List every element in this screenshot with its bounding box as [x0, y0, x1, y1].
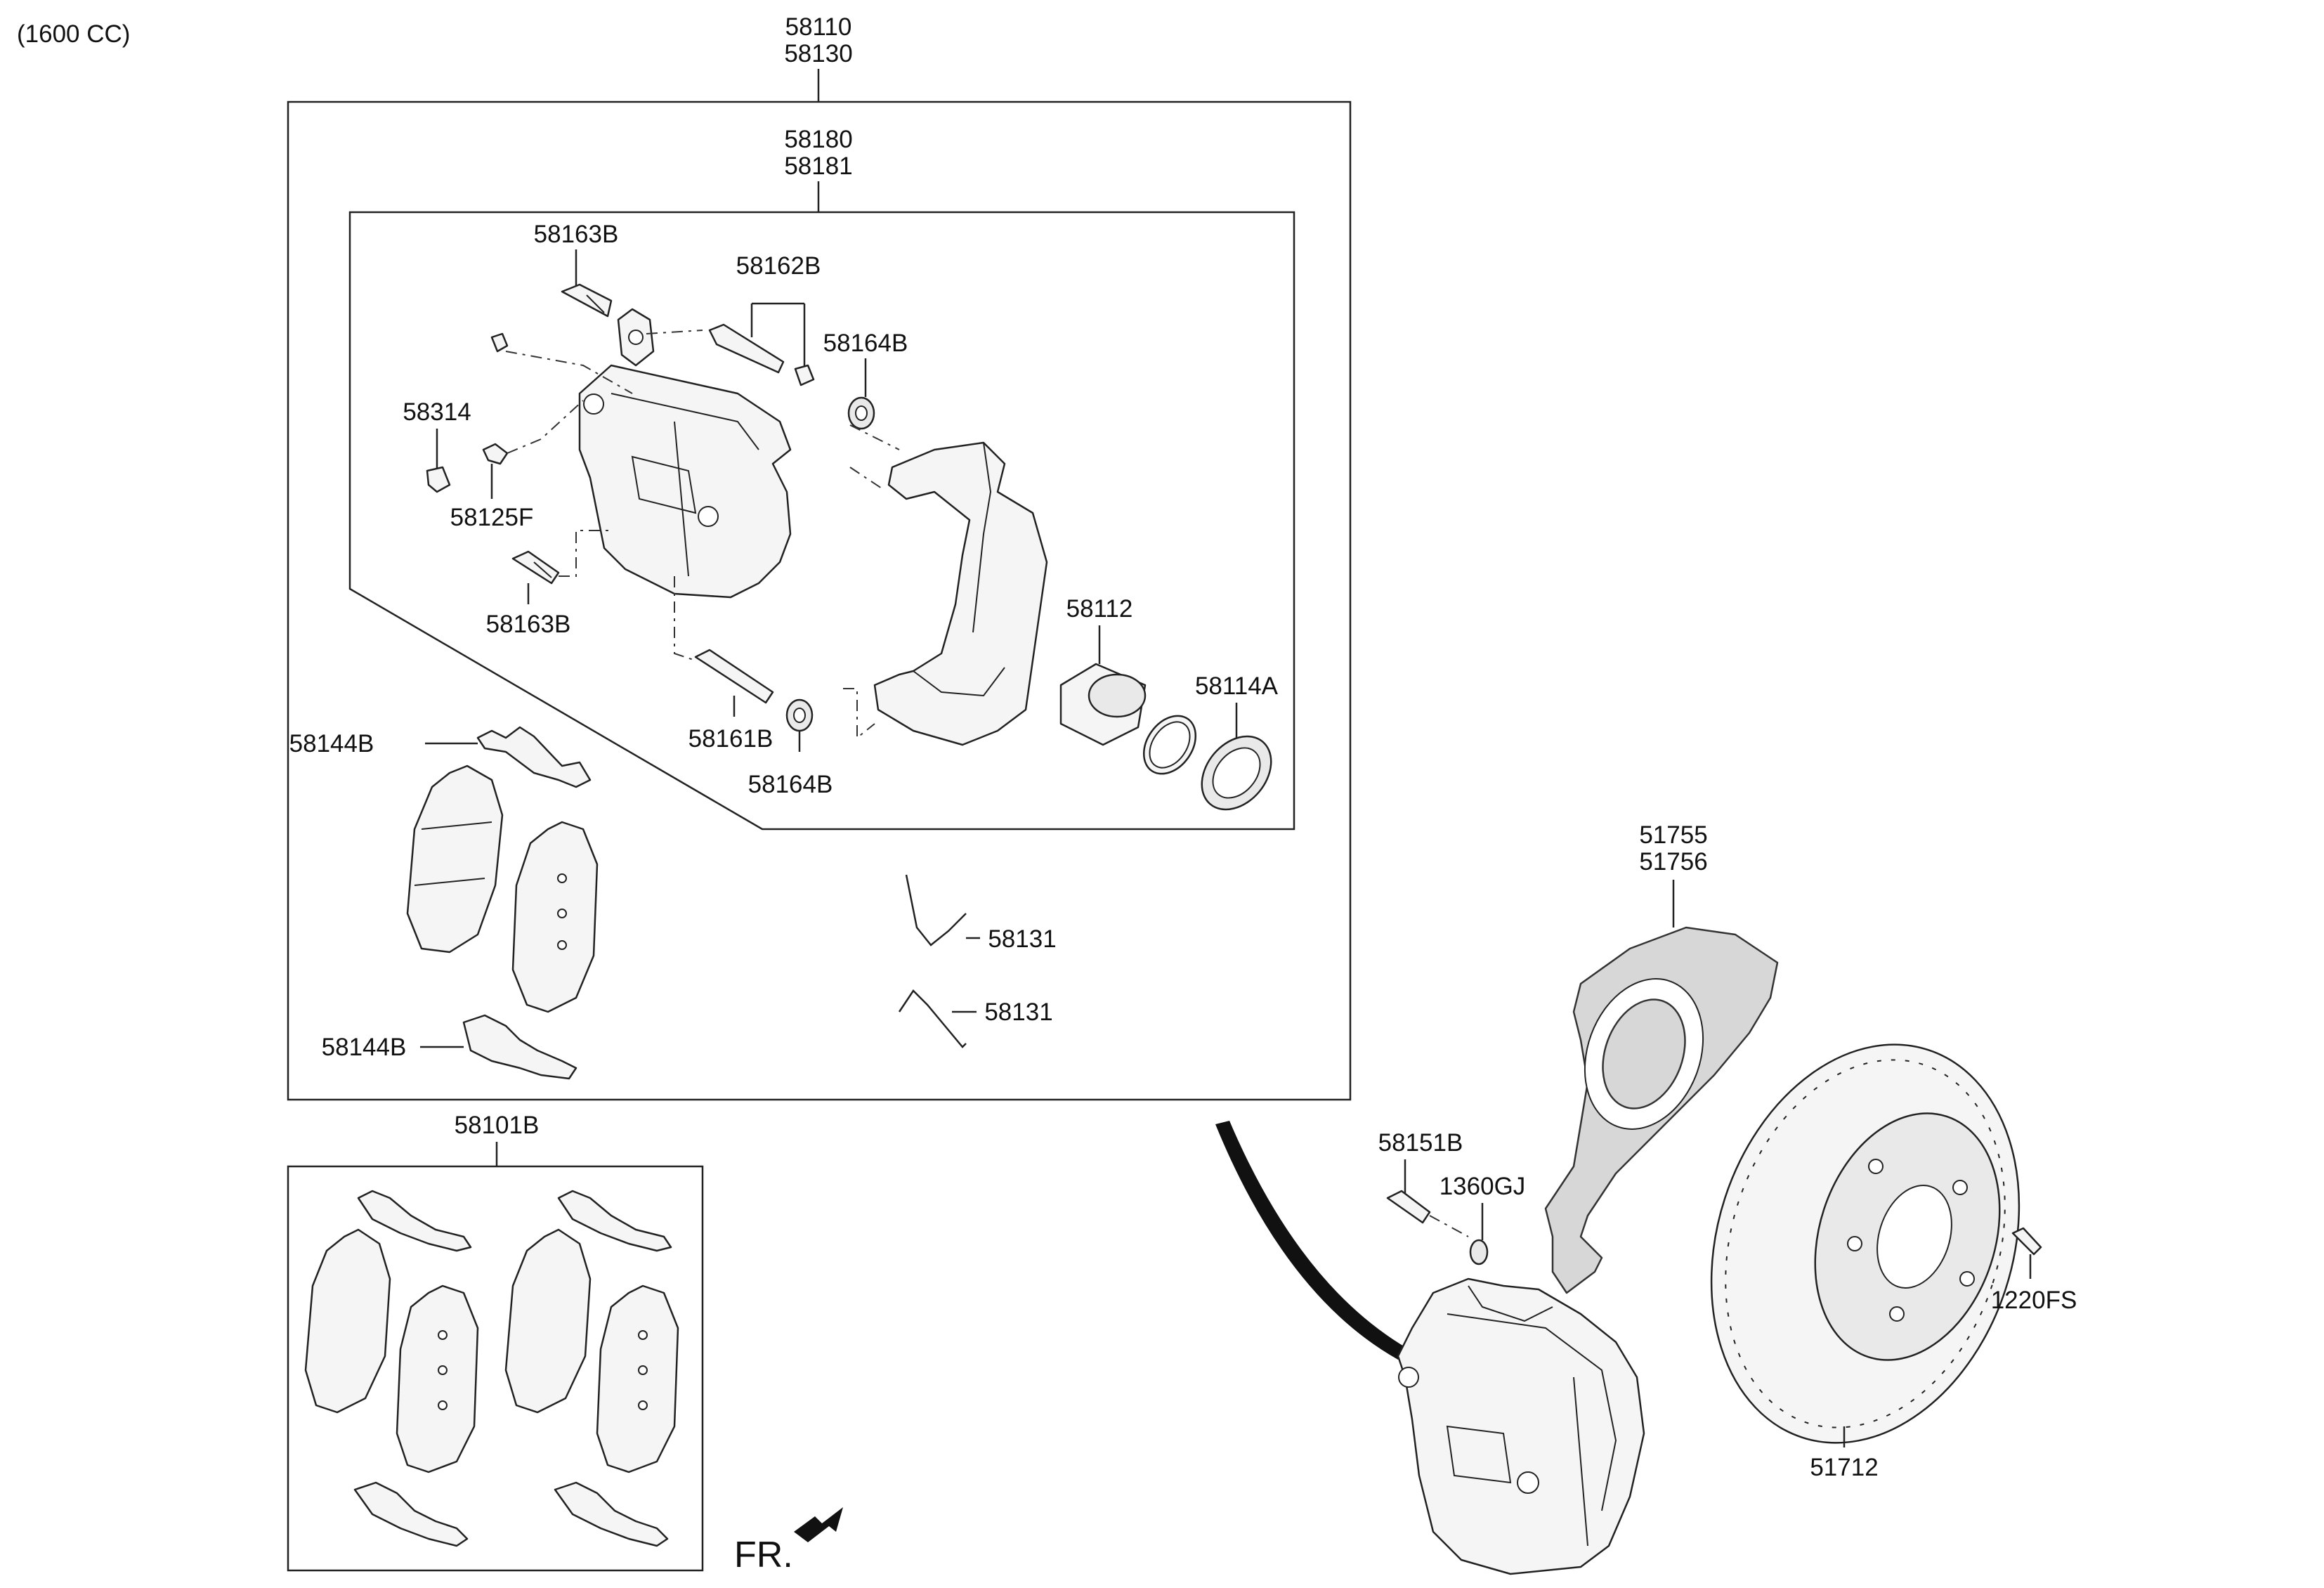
assembly-pointer-arrow: [1215, 1121, 1409, 1360]
label-58161B[interactable]: 58161B: [688, 725, 773, 753]
screw-1220FS[interactable]: 1220FS: [1991, 1227, 2077, 1314]
label-58144B-top[interactable]: 58144B: [289, 730, 374, 757]
label-58114A[interactable]: 58114A: [1195, 672, 1279, 700]
label-58164B-bottom[interactable]: 58164B: [748, 771, 833, 798]
caliper-assembly-group: 58110 58130 58180 58181: [287, 13, 1352, 1101]
assembled-caliper[interactable]: [1397, 1277, 1645, 1575]
washer-1360GJ[interactable]: 1360GJ: [1440, 1173, 1526, 1265]
label-58180[interactable]: 58180: [784, 126, 852, 153]
bolt-58163B-bottom[interactable]: 58163B: [486, 530, 611, 638]
label-51755[interactable]: 51755: [1639, 821, 1707, 849]
pad-kit-group: 58101B: [287, 1112, 704, 1572]
guide-pin-58161B[interactable]: 58161B: [674, 576, 774, 753]
label-58164B-top[interactable]: 58164B: [823, 330, 908, 357]
engine-note: (1600 CC): [17, 20, 130, 48]
label-1360GJ[interactable]: 1360GJ: [1440, 1173, 1526, 1200]
label-58125F[interactable]: 58125F: [450, 504, 534, 531]
kit-pad-4[interactable]: [596, 1284, 679, 1473]
label-58130[interactable]: 58130: [784, 40, 852, 67]
bleeder-cap-58314[interactable]: 58314: [403, 398, 471, 493]
caliper-housing-part[interactable]: [578, 308, 792, 599]
washer-top-left[interactable]: [490, 332, 509, 353]
wear-indicator-58131-top[interactable]: 58131: [905, 874, 1057, 953]
brake-pad-inner[interactable]: [511, 821, 599, 1013]
label-58112[interactable]: 58112: [1066, 595, 1133, 623]
label-58131-bottom[interactable]: 58131: [984, 998, 1052, 1026]
caliper-assembly-box: [287, 100, 1352, 1101]
kit-clip-2[interactable]: [353, 1481, 469, 1547]
front-label: FR.: [734, 1535, 793, 1575]
pad-kit-box: [287, 1165, 704, 1572]
label-1220FS[interactable]: 1220FS: [1991, 1287, 2077, 1314]
caliper-carrier-bracket[interactable]: [843, 441, 1048, 746]
label-51712[interactable]: 51712: [1810, 1454, 1878, 1481]
kit-pad-1[interactable]: [304, 1228, 391, 1414]
kit-pad-3[interactable]: [504, 1228, 592, 1414]
kit-clip-3[interactable]: [557, 1190, 672, 1252]
kit-clip-1[interactable]: [357, 1190, 472, 1252]
label-58163B-top[interactable]: 58163B: [534, 221, 619, 248]
caliper-housing-box: [348, 211, 1295, 831]
label-58101B[interactable]: 58101B: [455, 1112, 540, 1139]
label-58163B-bottom[interactable]: 58163B: [486, 611, 571, 638]
kit-clip-4[interactable]: [554, 1481, 669, 1547]
clip-58144B-top[interactable]: 58144B: [289, 726, 592, 788]
guide-pin-58162B[interactable]: 58162B: [646, 252, 821, 386]
brake-pad-outer[interactable]: [406, 764, 504, 954]
bleeder-screw-58125F[interactable]: 58125F: [450, 400, 584, 531]
brake-rotor-51712[interactable]: 51712: [1662, 1004, 2069, 1483]
clip-58144B-bottom[interactable]: 58144B: [322, 1014, 577, 1080]
label-58162B[interactable]: 58162B: [736, 252, 821, 280]
label-58181[interactable]: 58181: [784, 152, 852, 180]
front-direction-marker: FR.: [734, 1507, 843, 1575]
seal-ring[interactable]: [1133, 706, 1206, 783]
bushing-58164B-top[interactable]: 58164B: [823, 330, 908, 450]
label-58314[interactable]: 58314: [403, 398, 471, 426]
guide-line-1: [505, 351, 633, 394]
wear-indicator-58131-bottom[interactable]: 58131: [898, 989, 1053, 1048]
kit-pad-2[interactable]: [396, 1284, 479, 1473]
label-58131-top[interactable]: 58131: [988, 925, 1056, 953]
dust-shield-51755[interactable]: 51755 51756: [1544, 821, 1779, 1294]
label-58110[interactable]: 58110: [785, 13, 852, 41]
bolt-58151B[interactable]: 58151B: [1378, 1129, 1469, 1237]
bushing-58164B-bottom[interactable]: 58164B: [748, 698, 833, 798]
piston-58112[interactable]: 58112: [1059, 595, 1147, 746]
bolt-58163B-top[interactable]: 58163B: [534, 221, 619, 318]
label-58151B[interactable]: 58151B: [1378, 1129, 1463, 1157]
front-arrow-icon: [794, 1507, 843, 1542]
label-51756[interactable]: 51756: [1639, 848, 1707, 876]
label-58144B-bottom[interactable]: 58144B: [322, 1034, 407, 1061]
dust-boot-58114A[interactable]: 58114A: [1188, 672, 1286, 823]
